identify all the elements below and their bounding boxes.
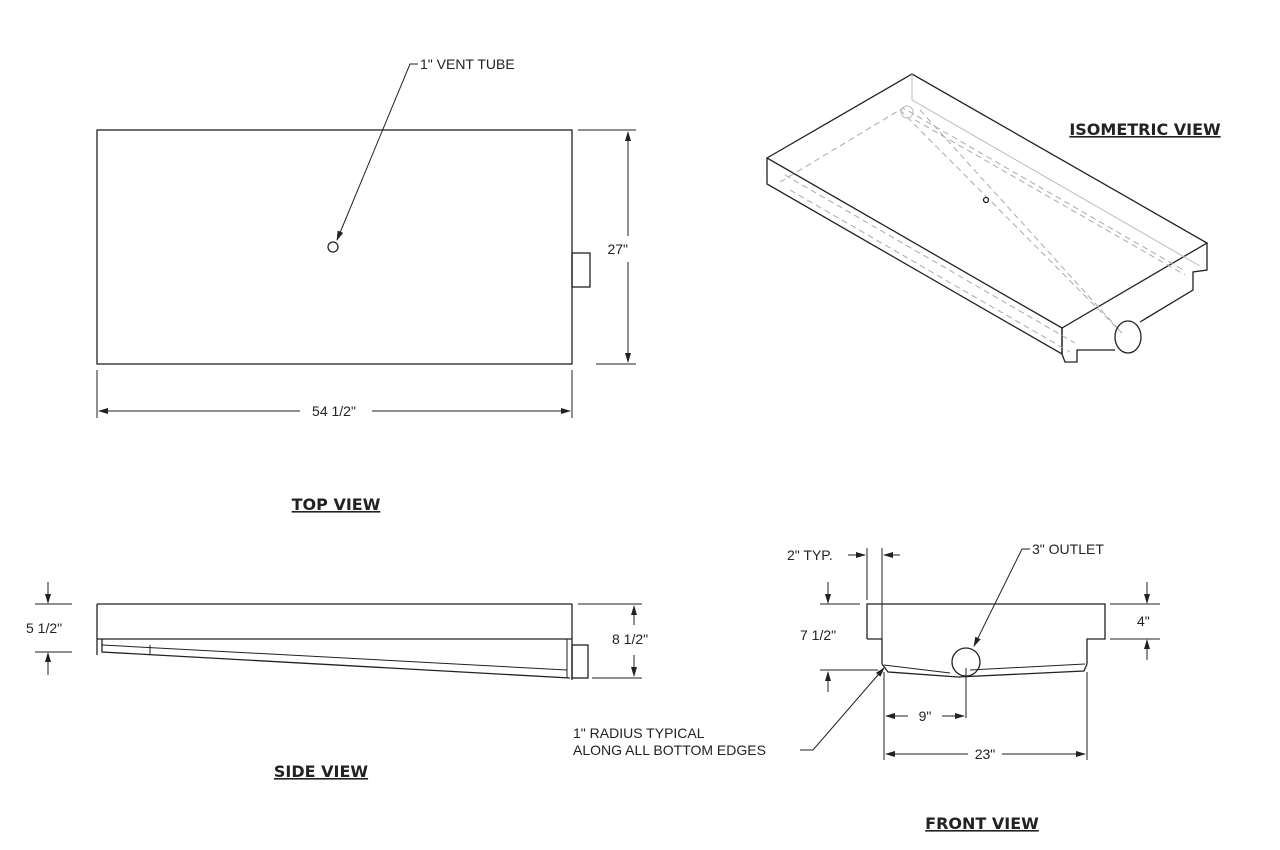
isometric-view: ISOMETRIC VIEW bbox=[765, 73, 1221, 363]
top-view-title: TOP VIEW bbox=[292, 495, 381, 514]
tank-outline bbox=[96, 129, 573, 365]
front-view: 7 1/2" 2" TYP. 3" OUTLET 4" 9" 23" 1" RA… bbox=[573, 541, 1160, 833]
radius-note-line1: 1" RADIUS TYPICAL bbox=[573, 725, 705, 741]
iso-outlet bbox=[1114, 320, 1142, 354]
depth-dim: 27" bbox=[607, 241, 628, 257]
side-view: 5 1/2" 8 1/2" SIDE VIEW bbox=[26, 582, 648, 781]
iso-top-face bbox=[765, 73, 1209, 329]
top-view: 1" VENT TUBE 27" 54 1/2" TOP VIEW bbox=[96, 56, 636, 514]
vent-label: 1" VENT TUBE bbox=[420, 56, 515, 72]
inner-width-dim: 23" bbox=[975, 746, 996, 762]
deep-dim: 8 1/2" bbox=[612, 631, 648, 647]
lip-dim: 4" bbox=[1137, 613, 1150, 629]
outlet-label: 3" OUTLET bbox=[1032, 541, 1104, 557]
iso-vent bbox=[982, 196, 990, 204]
vent-tube-circle bbox=[327, 241, 339, 253]
side-outlet bbox=[571, 644, 589, 679]
isometric-view-title: ISOMETRIC VIEW bbox=[1069, 120, 1221, 139]
front-view-title: FRONT VIEW bbox=[925, 814, 1039, 833]
shallow-dim: 5 1/2" bbox=[26, 620, 62, 636]
side-view-title: SIDE VIEW bbox=[274, 762, 369, 781]
vent-leader bbox=[336, 63, 418, 241]
radius-note-line2: ALONG ALL BOTTOM EDGES bbox=[573, 742, 766, 758]
outlet-stub bbox=[571, 252, 591, 288]
wall-dim: 2" TYP. bbox=[787, 547, 833, 563]
height-dim: 7 1/2" bbox=[800, 627, 836, 643]
outlet-offset-dim: 9" bbox=[919, 708, 932, 724]
width-dim: 54 1/2" bbox=[312, 403, 356, 419]
